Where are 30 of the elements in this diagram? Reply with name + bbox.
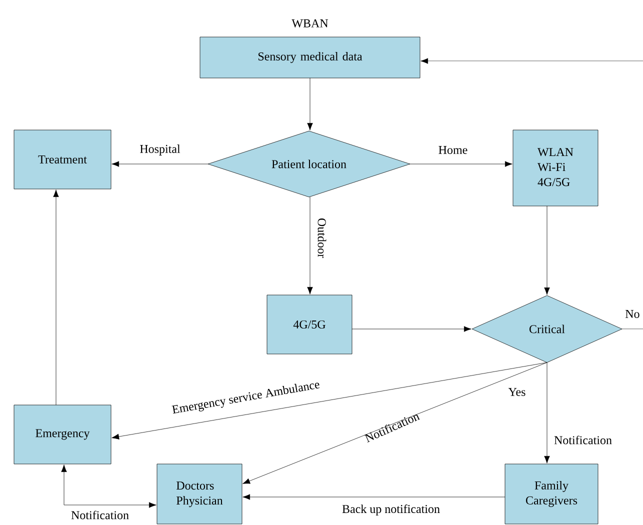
arrow	[544, 362, 550, 464]
edge-label: No	[625, 310, 640, 318]
arrow	[112, 362, 548, 440]
arrow	[544, 206, 550, 295]
process-box: Treatment	[14, 130, 112, 190]
arrow	[307, 78, 313, 130]
arrow	[420, 58, 643, 64]
process-box: WLAN Wi-Fi 4G/5G	[512, 130, 598, 206]
edge-label: Outdoor	[318, 218, 326, 258]
process-box: Family Caregivers	[504, 464, 598, 524]
branch-label: Notification	[554, 436, 612, 444]
edge-label: Notification	[71, 510, 129, 520]
arrow	[307, 196, 313, 294]
arrow	[242, 494, 506, 500]
edge-label: Hospital	[140, 144, 180, 156]
arrow	[242, 362, 548, 484]
process-box: 4G/5G	[266, 294, 352, 354]
arrow	[53, 190, 59, 406]
heading: WBAN	[292, 19, 328, 28]
arrow	[352, 326, 472, 332]
edge-label: Back up notification	[342, 504, 440, 516]
arrow	[112, 161, 208, 167]
process-box: Sensory medical data	[200, 36, 420, 78]
edge-label: Yes	[508, 388, 526, 396]
edge-label: Emergency service Ambulance	[172, 382, 320, 414]
process-box: Emergency	[14, 404, 112, 464]
arrow	[410, 161, 512, 167]
edge-label: Home	[438, 146, 468, 154]
arrow	[61, 464, 156, 508]
process-box: Doctors Physician	[156, 464, 242, 524]
